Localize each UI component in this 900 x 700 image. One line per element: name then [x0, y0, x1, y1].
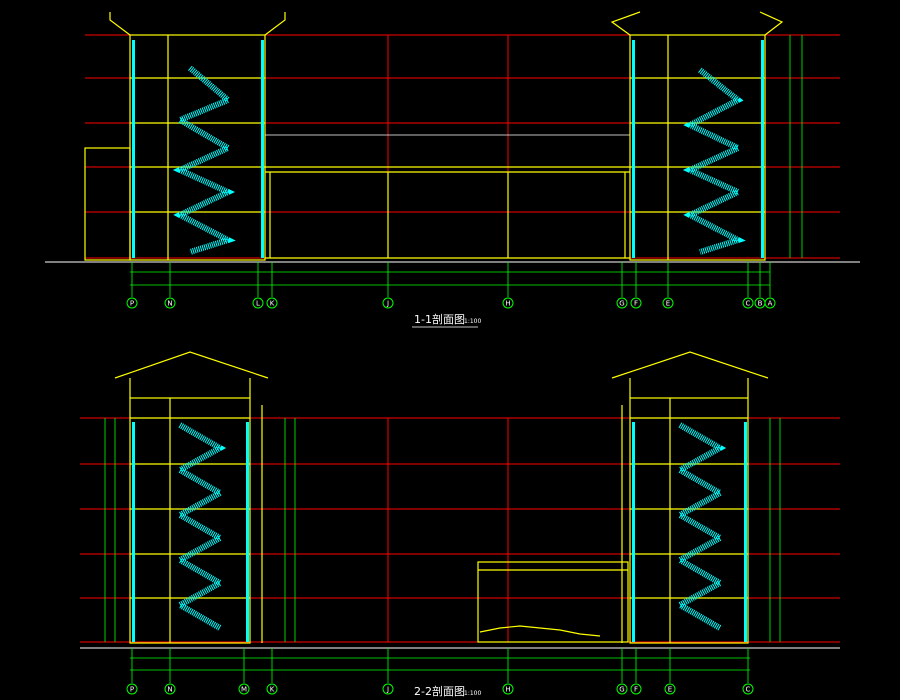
level-lines-2 [80, 417, 840, 643]
grid-label: P [130, 300, 134, 308]
section-2-2: P N M K J H G F E C 2-2剖面图 1:100 [80, 351, 840, 698]
grid-label: G [619, 686, 624, 694]
grid-marker: L [252, 297, 264, 309]
grid-label: L [256, 300, 260, 308]
right-tower-walls-1 [632, 40, 764, 258]
middle-hall-1 [265, 166, 630, 259]
grid-label: J [386, 686, 389, 694]
grid-marker: H [502, 683, 514, 695]
grid-marker: M [238, 683, 250, 695]
grid-axis-markers-2: P N M K J H G F E C [126, 683, 754, 695]
left-tower-2 [114, 351, 269, 644]
grid-marker: K [266, 297, 278, 309]
grid-label: K [270, 300, 275, 308]
grid-label: K [270, 686, 275, 694]
grid-marker: C [742, 297, 754, 309]
dimensions-2 [104, 418, 781, 683]
grid-axis-markers-1: P N L K J H G F E C B A [126, 297, 776, 309]
grid-label: B [758, 300, 763, 308]
grid-label: H [505, 686, 510, 694]
grid-label: C [746, 686, 751, 694]
grid-label: F [634, 686, 638, 694]
grid-label: A [768, 300, 773, 308]
grid-marker: E [662, 297, 674, 309]
right-stairs-2 [673, 422, 727, 631]
grid-marker: N [164, 297, 176, 309]
grid-label: H [505, 300, 510, 308]
grid-label: M [241, 686, 247, 694]
grid-marker: J [382, 297, 394, 309]
grid-marker: B [754, 297, 766, 309]
grid-label: J [386, 300, 389, 308]
left-tower-walls-2 [132, 422, 249, 642]
left-stairs-2 [173, 422, 227, 631]
grid-marker: P [126, 683, 138, 695]
grid-marker: G [616, 297, 628, 309]
section-scale-2: 1:100 [464, 690, 481, 697]
grid-label: E [666, 300, 670, 308]
grid-marker: E [664, 683, 676, 695]
grid-marker: P [126, 297, 138, 309]
grid-label: G [619, 300, 624, 308]
section-title-1: 1-1剖面图 [414, 312, 465, 326]
grid-marker: N [164, 683, 176, 695]
grid-marker: G [616, 683, 628, 695]
right-stairs-1 [682, 67, 746, 255]
section-title-2: 2-2剖面图 [414, 684, 465, 698]
grid-marker: H [502, 297, 514, 309]
grid-marker: K [266, 683, 278, 695]
grid-label: E [668, 686, 672, 694]
right-tower-2 [611, 351, 769, 644]
left-tower-walls-1 [132, 40, 264, 258]
grid-marker: J [382, 683, 394, 695]
grid-label: P [130, 686, 134, 694]
middle-hall-2 [477, 561, 629, 643]
grid-label: F [634, 300, 638, 308]
section-1-1: P N L K J H G F E C B A 1-1剖面图 1:100 [45, 11, 860, 328]
left-stairs-1 [172, 65, 236, 255]
left-tower-1 [84, 12, 286, 261]
grid-label: N [167, 300, 172, 308]
dimensions-1 [130, 35, 803, 297]
grid-marker: A [764, 297, 776, 309]
right-tower-walls-2 [632, 422, 747, 642]
grid-label: C [746, 300, 751, 308]
grid-marker: F [630, 683, 642, 695]
grid-label: N [167, 686, 172, 694]
grid-marker: C [742, 683, 754, 695]
section-scale-1: 1:100 [464, 318, 481, 325]
grid-marker: F [630, 297, 642, 309]
right-tower-1 [610, 11, 784, 261]
